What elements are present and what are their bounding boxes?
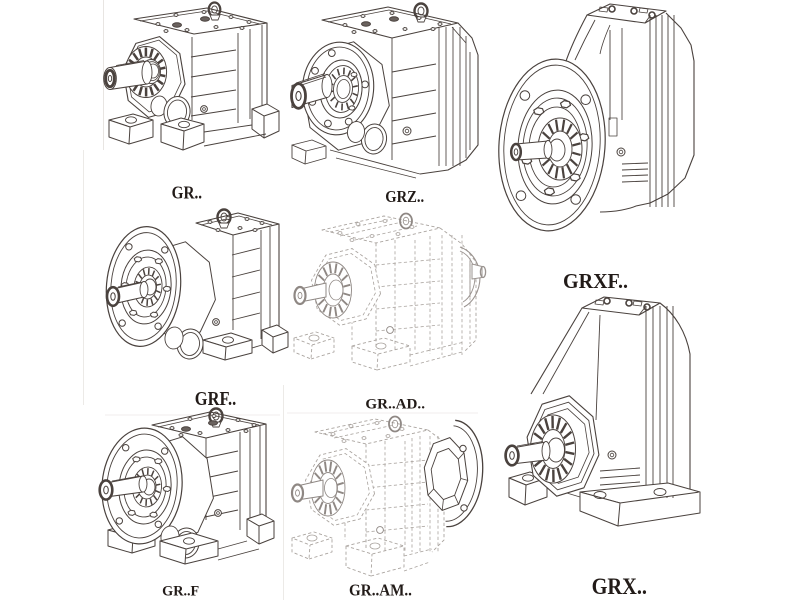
svg-text:GR..: GR.. [172, 182, 202, 202]
svg-text:GRF..: GRF.. [195, 388, 236, 410]
svg-text:GRXF..: GRXF.. [563, 271, 628, 294]
svg-text:GR..F: GR..F [162, 583, 199, 599]
svg-text:GRZ..: GRZ.. [385, 188, 424, 206]
svg-text:GR..AM..: GR..AM.. [349, 582, 412, 600]
svg-text:GRX..: GRX.. [592, 572, 647, 599]
svg-text:GR..AD..: GR..AD.. [365, 397, 425, 413]
